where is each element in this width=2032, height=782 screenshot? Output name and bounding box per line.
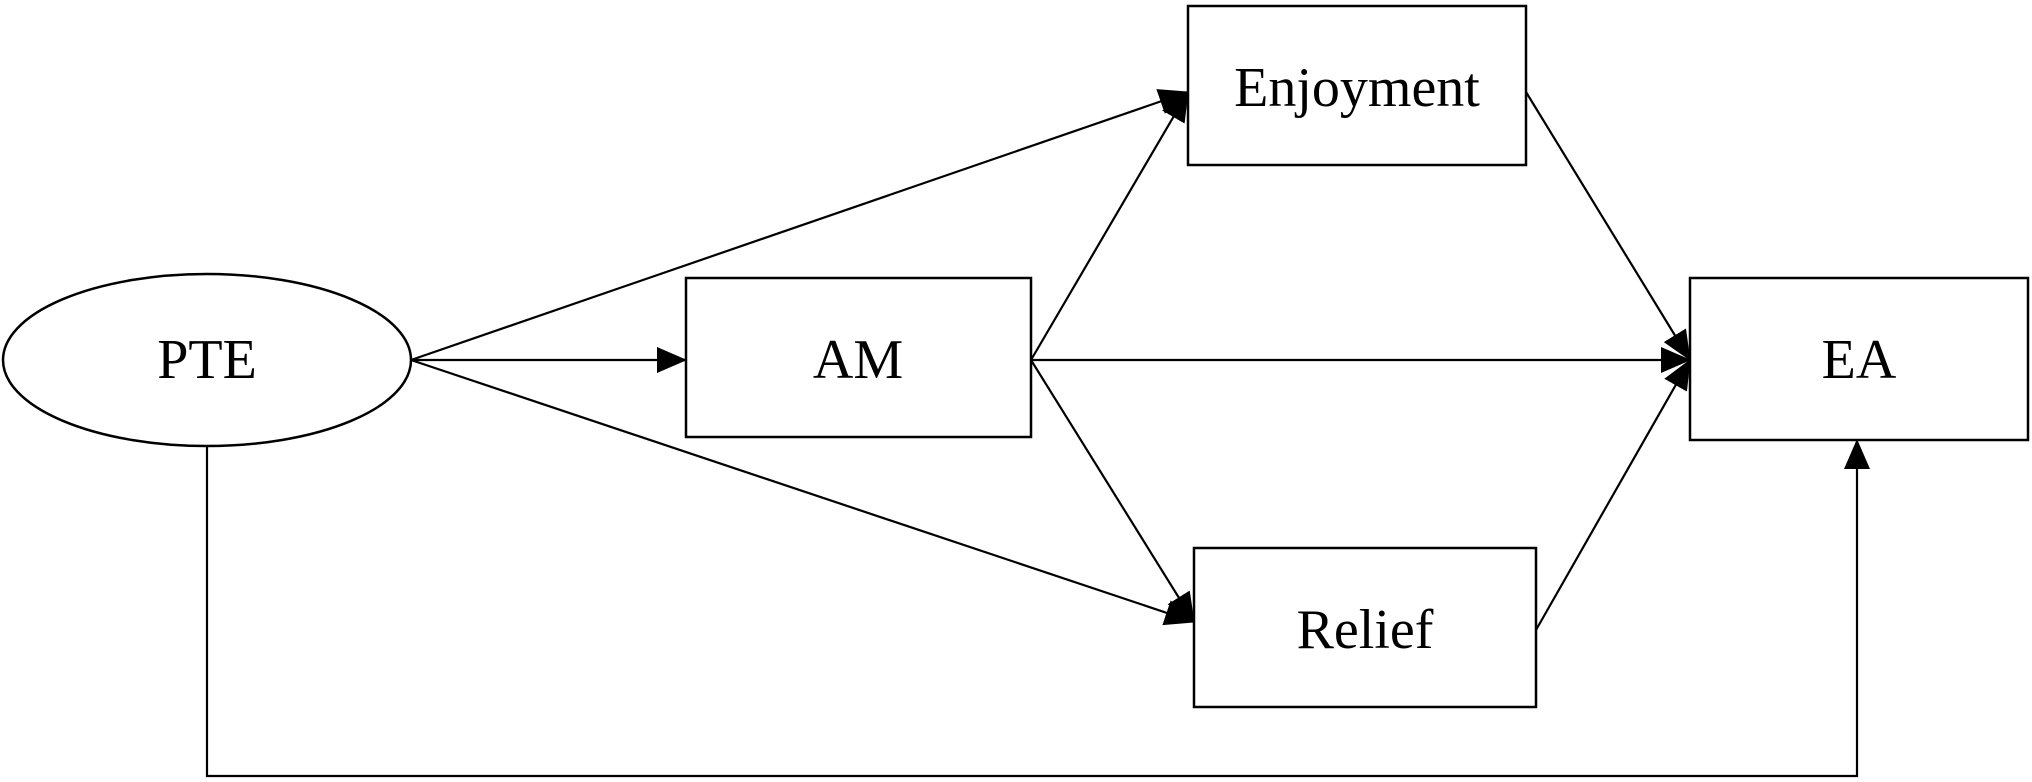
node-pte: PTE	[1, 272, 413, 448]
node-ea: EA	[1688, 276, 2030, 442]
pte-ellipse	[1, 272, 413, 448]
edge-am-to-relief	[1030, 359, 1195, 623]
relief-box	[1192, 546, 1538, 709]
node-relief: Relief	[1192, 546, 1538, 709]
edge-pte-to-relief	[410, 358, 1195, 626]
node-enjoyment: Enjoyment	[1186, 4, 1528, 167]
node-am: AM	[684, 276, 1033, 439]
ea-label: EA	[1822, 329, 1897, 391]
edge-pte-to-enjoyment	[410, 89, 1189, 362]
enjoyment-box	[1186, 4, 1528, 167]
edge-pte-to-ea	[205, 439, 1870, 778]
relief-label: Relief	[1297, 599, 1434, 661]
ea-box	[1688, 276, 2030, 442]
edge-relief-to-ea	[1535, 359, 1691, 631]
am-label: AM	[813, 329, 903, 391]
enjoyment-label: Enjoyment	[1234, 57, 1480, 119]
edge-am-to-enjoyment	[1030, 91, 1189, 361]
edges	[205, 89, 1870, 778]
edge-enjoyment-to-ea	[1525, 91, 1691, 361]
am-box	[684, 276, 1033, 439]
pte-label: PTE	[157, 329, 257, 391]
